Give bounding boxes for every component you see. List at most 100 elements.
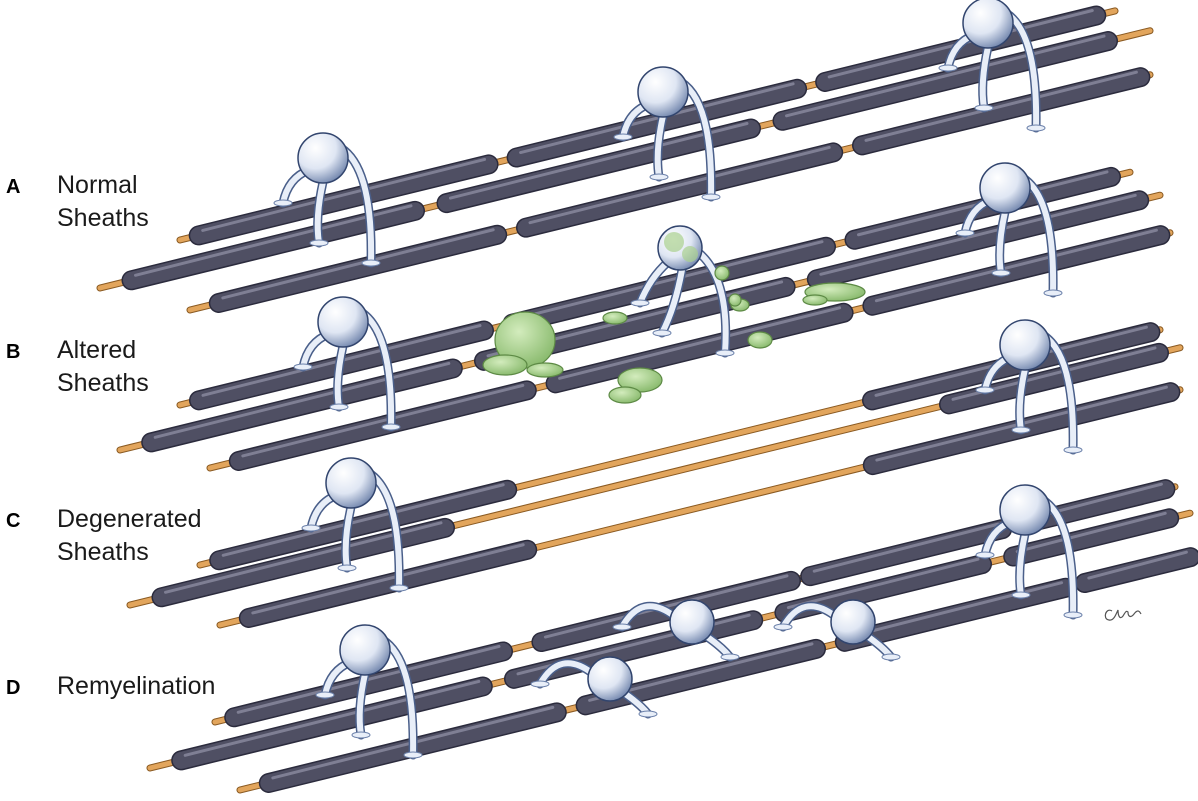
process-foot — [1011, 591, 1031, 599]
cell-process — [979, 44, 991, 111]
panel-title-b-line1: Altered — [57, 336, 136, 364]
oligodendrocyte-icon — [999, 319, 1051, 371]
oligodendrocyte-b-altered — [630, 225, 735, 358]
cell-process — [780, 603, 838, 630]
myelin-sheath-icon — [508, 80, 806, 167]
cell-process — [1016, 531, 1028, 598]
fiber-a2 — [96, 27, 1154, 292]
process-foot — [938, 64, 958, 72]
myelin-sheath-highlight — [528, 145, 831, 225]
oligodendrocyte-icon — [339, 624, 391, 676]
process-foot — [613, 133, 633, 141]
panel-title-d-line1: Remyelination — [57, 672, 215, 700]
oligodendrocyte-icon — [637, 66, 689, 118]
debris-icon — [728, 293, 742, 307]
oligodendrocyte-d5 — [773, 599, 901, 662]
myelin-sheath-highlight — [1087, 550, 1188, 580]
process-foot — [301, 524, 321, 532]
cell-process — [342, 504, 354, 571]
damaged-cell-spot — [682, 246, 698, 262]
panel-letter-b: B — [6, 341, 20, 363]
myelin-sheath-highlight — [183, 679, 481, 757]
process-foot — [720, 653, 740, 661]
debris-icon — [714, 265, 730, 281]
myelin-sheath-highlight — [236, 644, 501, 714]
myelin-sheath-icon — [240, 541, 536, 627]
myelin-sheath-icon — [547, 304, 853, 392]
process-foot — [1011, 426, 1031, 434]
myelin-sheath-highlight — [519, 82, 795, 155]
panel-d-label: D Remyelination — [6, 672, 215, 700]
oligodendrocyte-icon — [587, 656, 633, 702]
oligodendrocyte-d4 — [530, 656, 658, 719]
myelin-sheath-highlight — [785, 34, 1106, 118]
process-foot — [1043, 289, 1063, 297]
myelin-sheath-icon — [142, 359, 462, 451]
panel-b-label: B Altered Sheaths — [6, 336, 149, 397]
myelin-sheath-icon — [172, 677, 492, 769]
cell-process — [356, 671, 368, 738]
oligodendrocyte-c2 — [975, 319, 1083, 455]
myelin-sheath-highlight — [221, 228, 495, 300]
myelin-sheath-icon — [438, 120, 760, 212]
panel-letter-c: C — [6, 510, 20, 532]
oligodendrocyte-d2 — [975, 484, 1083, 620]
fiber-b2 — [116, 190, 1164, 454]
debris-icon — [747, 331, 773, 349]
oligodendrocyte-b1 — [293, 296, 401, 432]
myelin-sheath-icon — [210, 226, 506, 312]
process-foot — [329, 403, 349, 411]
myelin-sheath-icon — [225, 642, 512, 726]
oligodendrocyte-d3 — [612, 599, 740, 662]
process-foot — [773, 623, 793, 631]
myelin-sheath-highlight — [819, 193, 1137, 276]
oligodendrocyte-a2 — [613, 66, 721, 202]
process-foot — [975, 551, 995, 559]
process-foot — [403, 751, 423, 759]
panel-title-c-line2: Sheaths — [57, 538, 149, 566]
process-foot — [652, 329, 672, 337]
myelin-sheath-icon — [1076, 548, 1198, 592]
myelin-sheath-highlight — [1015, 511, 1167, 554]
process-foot — [315, 691, 335, 699]
myelin-sheath-highlight — [153, 361, 451, 439]
myelin-sheath-icon — [190, 155, 498, 244]
process-foot — [337, 564, 357, 572]
oligodendrocyte-icon — [999, 484, 1051, 536]
oligodendrocyte-a1 — [273, 132, 381, 268]
cell-process — [654, 113, 666, 180]
oligodendrocyte-icon — [325, 457, 377, 509]
oligodendrocytes — [273, 0, 1083, 760]
process-foot — [701, 193, 721, 201]
oligodendrocyte-icon — [830, 599, 876, 645]
myelin-sheath-highlight — [847, 581, 1064, 639]
panel-title-b-line2: Sheaths — [57, 369, 149, 397]
process-foot — [361, 259, 381, 267]
panel-letter-d: D — [6, 677, 20, 699]
process-foot — [1063, 446, 1083, 454]
cell-process — [334, 343, 346, 410]
panel-title-a-line1: Normal — [57, 171, 138, 199]
myelin-sheath-highlight — [221, 483, 505, 557]
oligodendrocyte-icon — [669, 599, 715, 645]
oligodendrocyte-b2 — [955, 162, 1063, 298]
myelin-debris — [482, 265, 866, 404]
cell-process — [619, 603, 677, 630]
oligodendrocyte-icon — [297, 132, 349, 184]
debris-icon — [526, 362, 564, 378]
process-foot — [955, 229, 975, 237]
fiber-d2 — [146, 508, 1194, 772]
oligodendrocyte-c1 — [301, 457, 409, 593]
cell-process — [537, 660, 595, 687]
myelin-sheath-highlight — [558, 306, 842, 380]
myelin-sheath-icon — [504, 238, 835, 333]
oligodendrocyte-icon — [979, 162, 1031, 214]
oligodendrocyte-a3 — [938, 0, 1046, 133]
process-foot — [630, 299, 650, 307]
myelin-sheath-highlight — [864, 70, 1138, 142]
debris-icon — [608, 386, 642, 404]
debris-icon — [602, 311, 628, 325]
myelin-sheath-icon — [801, 520, 1011, 585]
process-foot — [273, 199, 293, 207]
process-foot — [530, 680, 550, 688]
